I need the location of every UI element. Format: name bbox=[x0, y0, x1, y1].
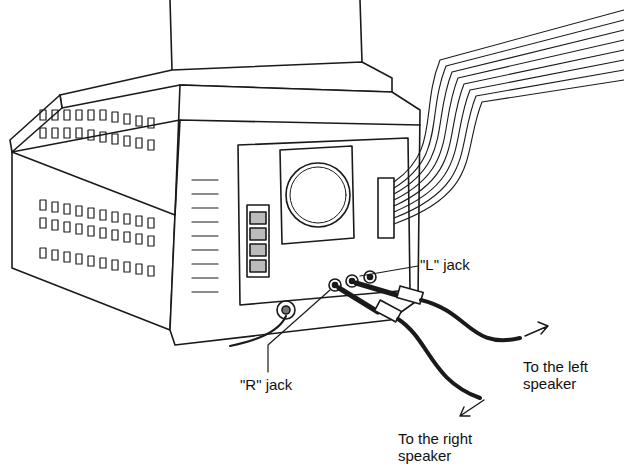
cabinet-edge bbox=[170, 0, 362, 70]
body-side bbox=[12, 152, 175, 330]
ribbon-connector bbox=[378, 178, 394, 238]
spare-jack bbox=[364, 271, 376, 283]
body-shoulder bbox=[12, 120, 420, 152]
power-cord bbox=[230, 316, 286, 346]
r-jack-leader bbox=[268, 290, 330, 372]
vent-slots bbox=[40, 110, 154, 276]
fan-grille bbox=[286, 163, 350, 227]
terminal-block bbox=[247, 205, 269, 277]
terminal-contacts bbox=[250, 212, 266, 272]
rear-panel bbox=[238, 138, 410, 305]
ribbon-cable bbox=[394, 10, 624, 224]
fan-grille-inner bbox=[290, 167, 346, 223]
body-corner bbox=[175, 120, 180, 215]
fan-housing bbox=[280, 146, 354, 244]
right-plug bbox=[339, 288, 401, 322]
speaker-label: To the right speaker bbox=[398, 430, 508, 464]
panel-slats bbox=[192, 180, 218, 292]
right-speaker-cable bbox=[398, 319, 480, 398]
spare-jack-hole bbox=[368, 275, 373, 280]
left-direction-arrow bbox=[525, 322, 548, 336]
left-plug bbox=[356, 283, 423, 304]
power-socket-inner bbox=[282, 306, 290, 314]
speaker-label: To the left speaker bbox=[523, 358, 619, 392]
right-direction-arrow bbox=[460, 400, 484, 416]
jack-label: "L" jack bbox=[420, 256, 510, 273]
r-jack-hole bbox=[333, 283, 338, 288]
jack-label: "R" jack bbox=[240, 376, 330, 393]
left-speaker-cable bbox=[421, 300, 520, 340]
l-jack-leader bbox=[360, 266, 418, 276]
